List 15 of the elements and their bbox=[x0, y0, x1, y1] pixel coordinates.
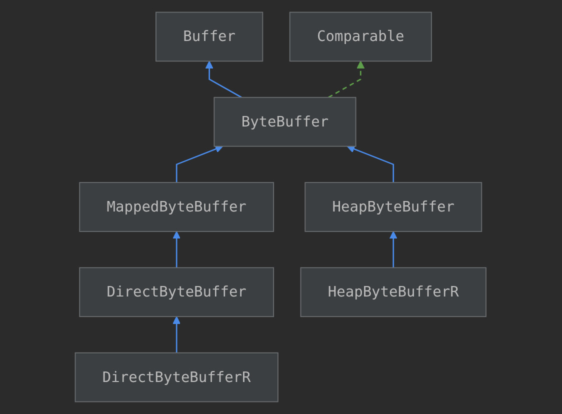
arrow bbox=[172, 231, 181, 268]
node-box: DirectByteBuffer bbox=[80, 267, 274, 318]
node-box: Buffer bbox=[156, 12, 264, 62]
node-box: Comparable bbox=[290, 12, 432, 62]
arrow bbox=[328, 60, 365, 98]
arrow bbox=[347, 145, 394, 183]
arrow bbox=[172, 316, 181, 353]
node-box: DirectByteBufferR bbox=[75, 352, 279, 402]
node-box: ByteBuffer bbox=[214, 96, 357, 147]
arrow bbox=[390, 231, 398, 268]
node-box: HeapByteBuffer bbox=[305, 182, 482, 232]
arrow bbox=[176, 145, 224, 183]
node-box: HeapByteBufferR bbox=[300, 267, 487, 318]
node-box: MappedByteBuffer bbox=[80, 182, 274, 232]
arrow bbox=[206, 60, 242, 98]
